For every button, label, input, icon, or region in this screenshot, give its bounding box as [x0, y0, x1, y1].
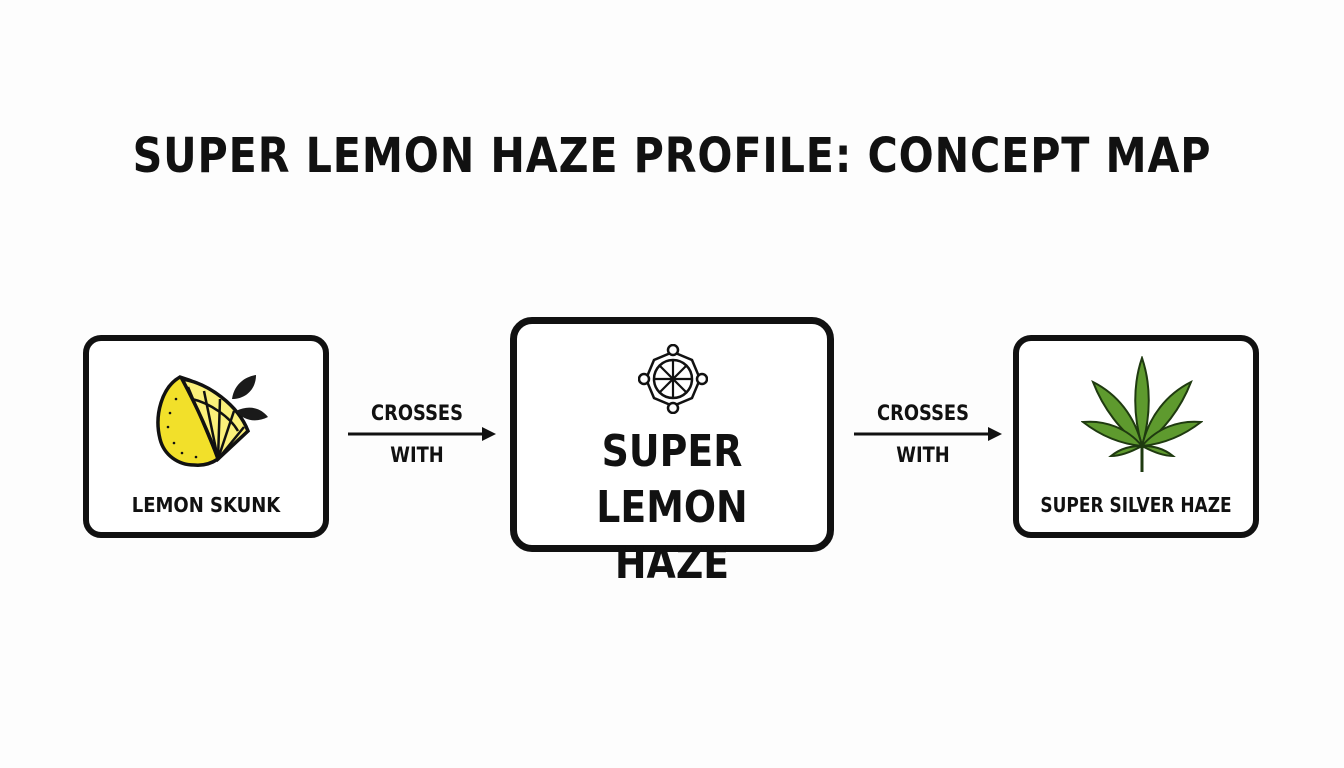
arrow-right-icon: [854, 427, 1002, 441]
page-title: SUPER LEMON HAZE PROFILE: CONCEPT MAP: [132, 128, 1212, 184]
cannabis-leaf-icon: [1081, 356, 1203, 472]
node-super-silver-haze: SUPER SILVER HAZE: [1013, 335, 1259, 538]
citrus-molecule-icon: [638, 344, 708, 414]
edge-label-line1: CROSSES: [877, 401, 969, 425]
lemon-slice-icon: [156, 375, 268, 467]
edge-label: CROSSES WITH: [362, 392, 473, 476]
node-label: LEMON SKUNK: [131, 493, 281, 517]
arrow-right-icon: [348, 427, 496, 441]
node-super-lemon-haze: SUPER LEMON HAZE: [510, 317, 834, 589]
node-label: SUPER SILVER HAZE: [1040, 493, 1232, 517]
edge-label-line2: WITH: [896, 443, 950, 467]
node-lemon-skunk: LEMON SKUNK: [83, 335, 329, 538]
node-label: SUPER LEMON HAZE: [596, 426, 748, 589]
edge-label-line2: WITH: [390, 443, 444, 467]
edge-label: CROSSES WITH: [868, 392, 979, 476]
edge-label-line1: CROSSES: [371, 401, 463, 425]
